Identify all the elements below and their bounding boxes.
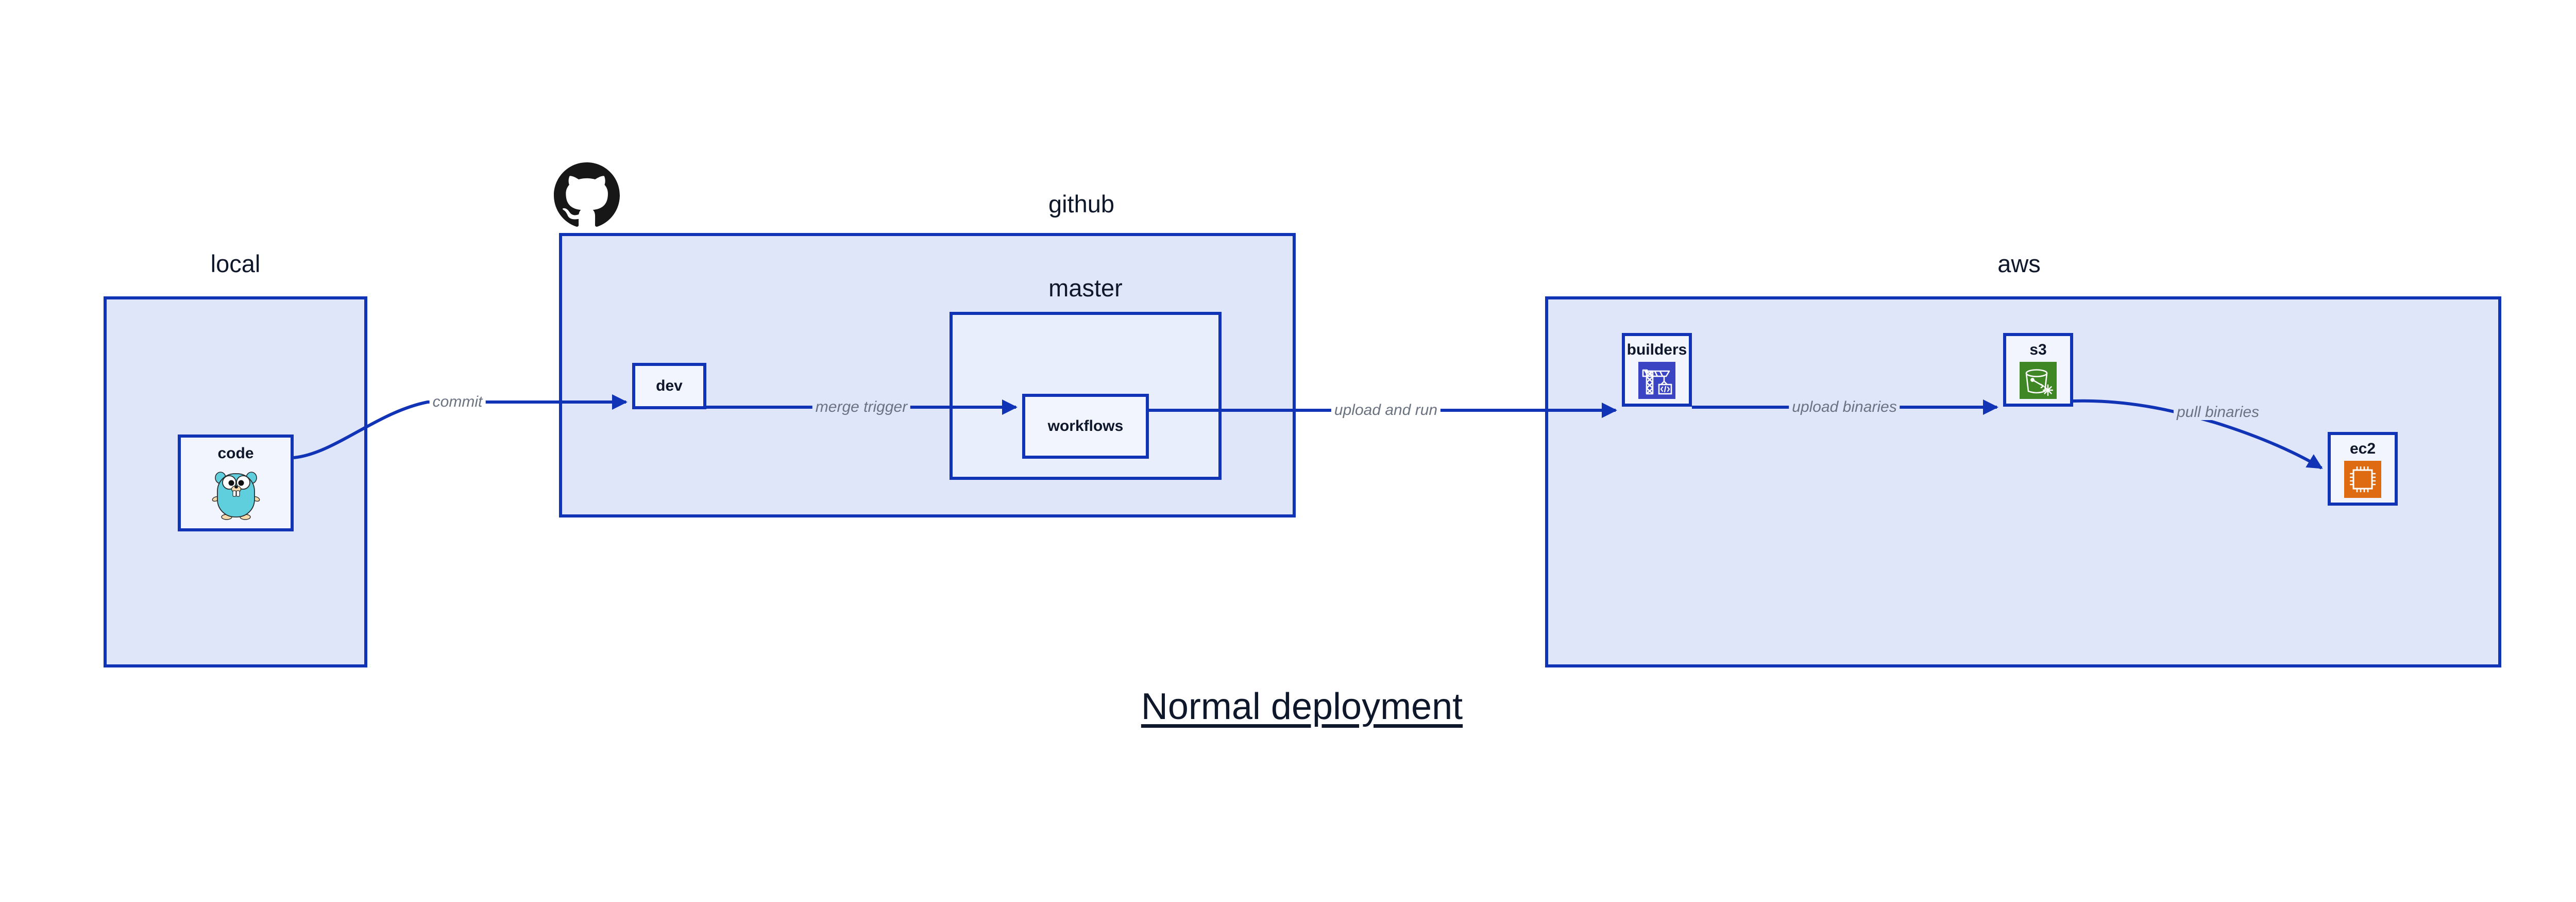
aws-s3-bucket-icon	[2020, 362, 2057, 402]
github-octocat-logo	[554, 162, 620, 228]
group-label-local: local	[210, 250, 261, 277]
node-workflows-label: workflows	[1047, 417, 1124, 435]
node-s3[interactable]: s3	[2003, 333, 2073, 407]
node-builders[interactable]: builders	[1622, 333, 1692, 407]
node-workflows[interactable]: workflows	[1022, 394, 1149, 459]
diagram-title: Normal deployment	[1141, 686, 1463, 727]
node-ec2[interactable]: ec2	[2328, 432, 2398, 506]
edge-label-pull-binaries: pull binaries	[2173, 405, 2263, 420]
edge-label-upload-binaries: upload binaries	[1789, 399, 1900, 415]
aws-codebuild-crane-icon	[1638, 362, 1675, 402]
node-ec2-label: ec2	[2349, 440, 2376, 457]
node-dev[interactable]: dev	[632, 363, 706, 409]
node-code[interactable]: code	[178, 435, 294, 531]
node-dev-label: dev	[656, 377, 683, 394]
node-s3-label: s3	[2029, 341, 2047, 358]
group-label-master: master	[1048, 274, 1123, 302]
edge-label-upload-and-run: upload and run	[1331, 403, 1441, 418]
group-label-aws: aws	[1997, 250, 2041, 277]
go-gopher-icon	[211, 466, 261, 523]
aws-ec2-chip-icon	[2344, 461, 2381, 500]
edge-label-commit: commit	[429, 394, 486, 410]
group-label-github: github	[1048, 190, 1115, 218]
edge-label-merge-trigger: merge trigger	[812, 399, 911, 415]
node-builders-label: builders	[1626, 341, 1687, 358]
node-code-label: code	[217, 445, 254, 462]
